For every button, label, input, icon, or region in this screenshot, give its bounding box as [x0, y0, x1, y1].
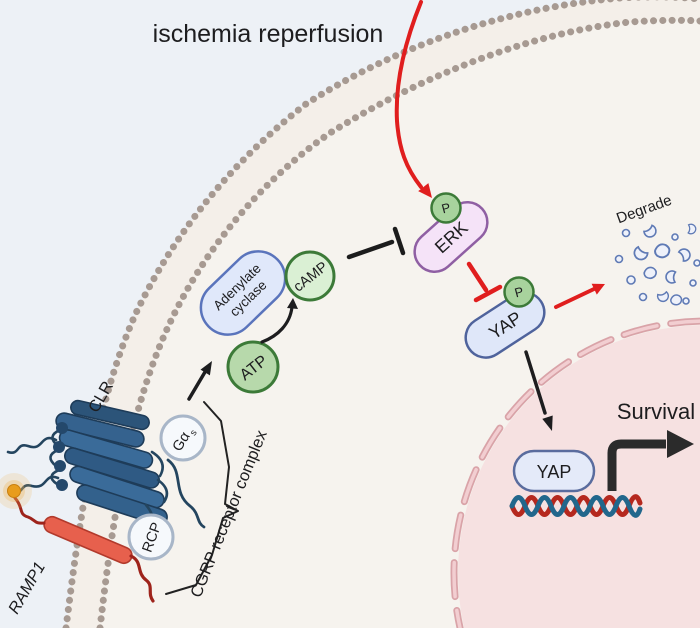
ramp1-helix	[43, 515, 133, 565]
nuclear-envelope-dash-core	[452, 319, 700, 628]
arrowhead	[542, 415, 553, 431]
ramp1-n-squiggle	[13, 496, 46, 525]
dna-double-helix	[509, 494, 643, 518]
survival-label: Survival	[617, 399, 695, 424]
ischemia-stimulus-arrow	[394, 0, 432, 198]
g-alpha-s-subunit: Gα s	[159, 414, 207, 462]
arrowhead	[667, 430, 694, 458]
yap-label: YAP	[537, 462, 572, 482]
dna-strand-blue	[509, 495, 643, 518]
yap-nuclear-import-arrow	[524, 350, 553, 431]
arrowhead	[200, 361, 212, 376]
arrowhead	[591, 283, 605, 295]
helix-end-caps	[53, 422, 68, 491]
adenylate-cyclase: Adenylate cyclase	[199, 250, 287, 336]
camp-inhibits-erk-tbar	[346, 226, 406, 260]
ramp1-c-tail-squiggle	[129, 554, 155, 603]
stimulus-title: ischemia reperfusion	[153, 20, 384, 48]
phosphate-label: P	[440, 200, 452, 217]
phospho-yap: YAP P	[464, 276, 546, 359]
yap-phosphate: P	[503, 276, 535, 308]
degradation-fragments	[614, 223, 700, 306]
phospho-erk: ERK P	[413, 192, 489, 273]
g-alpha-sub-label: s	[188, 428, 200, 438]
atp-to-camp-arrow	[260, 298, 298, 344]
arrowhead	[418, 183, 432, 198]
camp-molecule: cAMP	[284, 250, 336, 302]
erk-inhibits-yap-tbar	[466, 261, 503, 303]
tbar-cap	[392, 226, 406, 256]
receptor-to-atp-arrow	[187, 361, 212, 401]
rcp-subunit: RCP	[127, 513, 175, 561]
ligand-ball	[7, 484, 21, 498]
nuclear-yap: YAP	[512, 449, 596, 493]
tbar-cap	[473, 284, 503, 303]
phosphate-label: P	[513, 284, 525, 301]
g-alpha-tail-squiggle	[166, 458, 206, 529]
receptor-complex-bracket	[165, 401, 239, 595]
erk-phosphate: P	[430, 192, 462, 224]
arrowhead	[287, 298, 298, 309]
clr-n-terminus-squiggle	[6, 436, 58, 455]
survival-transcription-arrow	[607, 430, 694, 491]
yap-to-degrade-arrow	[554, 283, 605, 309]
cgrp-ligand	[0, 473, 32, 509]
atp-molecule: ATP	[226, 340, 280, 394]
